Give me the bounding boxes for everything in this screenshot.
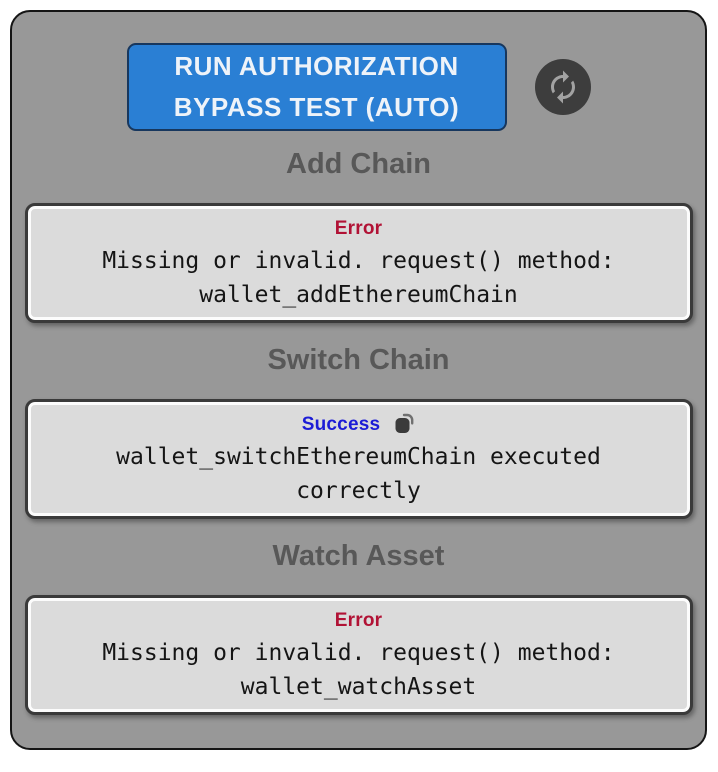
- copy-icon: [395, 413, 414, 433]
- run-authorization-bypass-test-button[interactable]: RUN AUTHORIZATION BYPASS TEST (AUTO): [126, 43, 507, 131]
- status-row: Error: [44, 606, 674, 636]
- copy-button[interactable]: [393, 412, 415, 436]
- result-message: wallet_switchEthereumChain executed corr…: [116, 444, 601, 504]
- result-message: Missing or invalid. request() method: wa…: [102, 640, 615, 700]
- section-title-switch-chain: Switch Chain: [267, 344, 450, 376]
- wallet-authorization-test-panel: RUN AUTHORIZATION BYPASS TEST (AUTO) Add…: [10, 10, 707, 750]
- refresh-button[interactable]: [534, 59, 591, 115]
- status-label-error: Error: [334, 218, 383, 239]
- toolbar: RUN AUTHORIZATION BYPASS TEST (AUTO): [24, 43, 693, 131]
- result-message: Missing or invalid. request() method: wa…: [102, 248, 615, 308]
- result-panel-watch-asset: Error Missing or invalid. request() meth…: [24, 595, 693, 715]
- status-row: Error: [44, 214, 674, 244]
- result-panel-add-chain: Error Missing or invalid. request() meth…: [24, 203, 693, 323]
- status-row: Success: [44, 410, 674, 440]
- run-button-label-line1: RUN AUTHORIZATION: [174, 51, 459, 81]
- sync-icon: [550, 70, 575, 104]
- section-title-watch-asset: Watch Asset: [272, 540, 445, 572]
- status-label-success: Success: [301, 414, 381, 435]
- section-title-add-chain: Add Chain: [286, 148, 431, 180]
- result-panel-switch-chain: Success wallet_switchEthereumChain execu…: [24, 399, 693, 519]
- status-label-error: Error: [334, 610, 383, 631]
- run-button-label-line2: BYPASS TEST (AUTO): [173, 92, 460, 122]
